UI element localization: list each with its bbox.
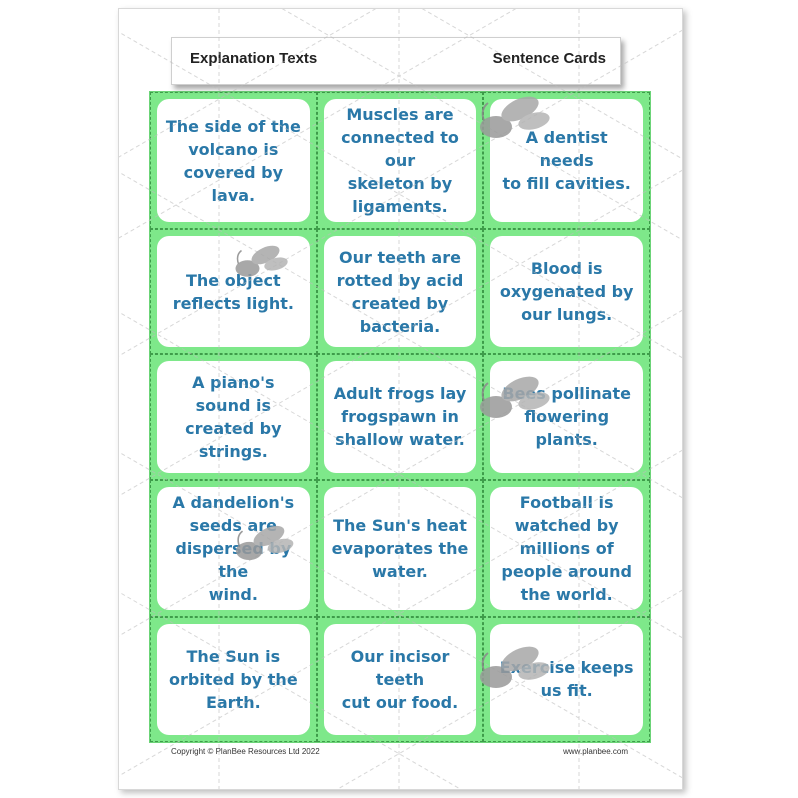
header-subtitle: Sentence Cards — [492, 50, 606, 67]
sentence-card: A dentist needs to fill cavities. — [490, 99, 643, 222]
worksheet-header: Explanation Texts Sentence Cards — [171, 37, 621, 85]
card-cell: The object reflects light. — [150, 229, 317, 355]
card-text: Blood is oxygenated by our lungs. — [499, 259, 634, 325]
card-cell: Our incisor teeth cut our food. — [316, 616, 484, 742]
card-cell: Bees pollinate flowering plants. — [483, 354, 650, 480]
sentence-card: Bees pollinate flowering plants. — [490, 361, 643, 473]
card-text: The Sun is orbited by the Earth. — [168, 646, 298, 712]
card-cell: The Sun is orbited by the Earth. — [150, 616, 317, 742]
card-cell: Exercise keeps us fit. — [483, 616, 650, 742]
card-cell: A dandelion's seeds are dispersed by the… — [150, 479, 317, 617]
card-text: A piano's sound is created by strings. — [185, 372, 282, 461]
sentence-card: Adult frogs lay frogspawn in shallow wat… — [323, 361, 477, 473]
website-text: www.planbee.com — [563, 747, 628, 756]
sentence-card: The side of the volcano is covered by la… — [157, 99, 310, 222]
header-title: Explanation Texts — [190, 50, 318, 67]
copyright-text: Copyright © PlanBee Resources Ltd 2022 — [171, 747, 320, 756]
sentence-card: The Sun is orbited by the Earth. — [157, 623, 310, 735]
sentence-card: A piano's sound is created by strings. — [157, 361, 310, 473]
card-cell: Blood is oxygenated by our lungs. — [483, 229, 650, 355]
sentence-card: The Sun's heat evaporates the water. — [323, 486, 477, 610]
sentence-card: Football is watched by millions of peopl… — [490, 486, 643, 610]
sentence-card: Our incisor teeth cut our food. — [323, 623, 477, 735]
card-cell: Our teeth are rotted by acid created by … — [316, 229, 484, 355]
sentence-card: Blood is oxygenated by our lungs. — [490, 236, 643, 348]
card-text: Our incisor teeth cut our food. — [341, 646, 459, 712]
card-cell: The side of the volcano is covered by la… — [150, 92, 317, 229]
card-text: A dentist needs to fill cavities. — [502, 128, 631, 193]
card-text: Bees pollinate flowering plants. — [502, 384, 631, 450]
card-cell: Adult frogs lay frogspawn in shallow wat… — [316, 354, 484, 480]
card-cell: Football is watched by millions of peopl… — [483, 479, 650, 617]
sentence-card: Muscles are connected to our skeleton by… — [323, 99, 477, 222]
card-text: Our teeth are rotted by acid created by … — [336, 247, 464, 336]
sentence-card: Our teeth are rotted by acid created by … — [323, 236, 477, 348]
card-text: The side of the volcano is covered by la… — [165, 116, 301, 205]
card-text: Football is watched by millions of peopl… — [501, 492, 632, 604]
sentence-card: A dandelion's seeds are dispersed by the… — [157, 486, 310, 610]
card-text: The object reflects light. — [172, 270, 294, 313]
worksheet-page: Explanation Texts Sentence Cards The sid… — [118, 8, 683, 790]
card-text: The Sun's heat evaporates the water. — [331, 515, 469, 581]
card-text: A dandelion's seeds are dispersed by the… — [172, 492, 295, 604]
card-grid: The side of the volcano is covered by la… — [149, 91, 651, 743]
card-text: Adult frogs lay frogspawn in shallow wat… — [333, 384, 467, 450]
card-cell: The Sun's heat evaporates the water. — [316, 479, 484, 617]
sentence-card: Exercise keeps us fit. — [490, 623, 643, 735]
card-cell: A dentist needs to fill cavities. — [483, 92, 650, 229]
card-text: Exercise keeps us fit. — [499, 658, 634, 701]
card-cell: A piano's sound is created by strings. — [150, 354, 317, 480]
card-cell: Muscles are connected to our skeleton by… — [316, 92, 484, 229]
sentence-card: The object reflects light. — [157, 236, 310, 348]
card-text: Muscles are connected to our skeleton by… — [341, 105, 459, 216]
